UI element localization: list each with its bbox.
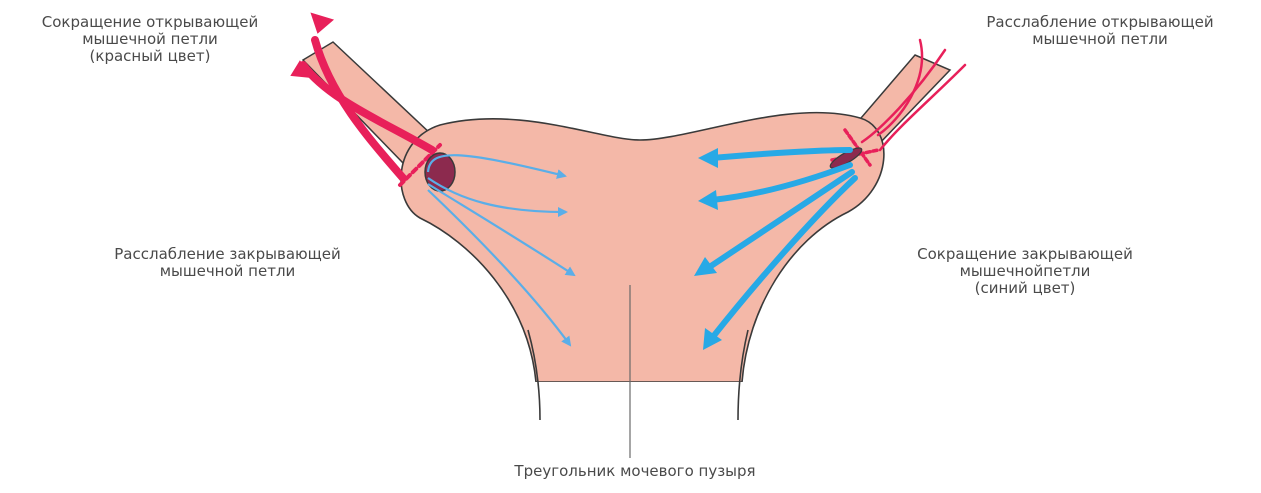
label-opening-loop-relaxation: Расслабление открывающей мышечной петли	[950, 14, 1250, 48]
label-line: мышечной петли	[75, 263, 380, 280]
label-line: Треугольник мочевого пузыря	[470, 463, 800, 480]
label-bladder-trigone: Треугольник мочевого пузыря	[470, 463, 800, 480]
label-line: мышечной петли	[950, 31, 1250, 48]
label-line: Сокращение открывающей	[0, 14, 300, 31]
label-line: мышечной петли	[0, 31, 300, 48]
label-closing-loop-contraction: Сокращение закрывающей мышечнойпетли (си…	[880, 246, 1170, 297]
label-line: Сокращение закрывающей	[880, 246, 1170, 263]
label-opening-loop-contraction: Сокращение открывающей мышечной петли (к…	[0, 14, 300, 65]
label-line: мышечнойпетли	[880, 263, 1170, 280]
label-line: Расслабление открывающей	[950, 14, 1250, 31]
label-line: (красный цвет)	[0, 48, 300, 65]
trigone-lower-fade	[534, 382, 744, 422]
label-line: (синий цвет)	[880, 280, 1170, 297]
label-line: Расслабление закрывающей	[75, 246, 380, 263]
label-closing-loop-relaxation: Расслабление закрывающей мышечной петли	[75, 246, 380, 280]
